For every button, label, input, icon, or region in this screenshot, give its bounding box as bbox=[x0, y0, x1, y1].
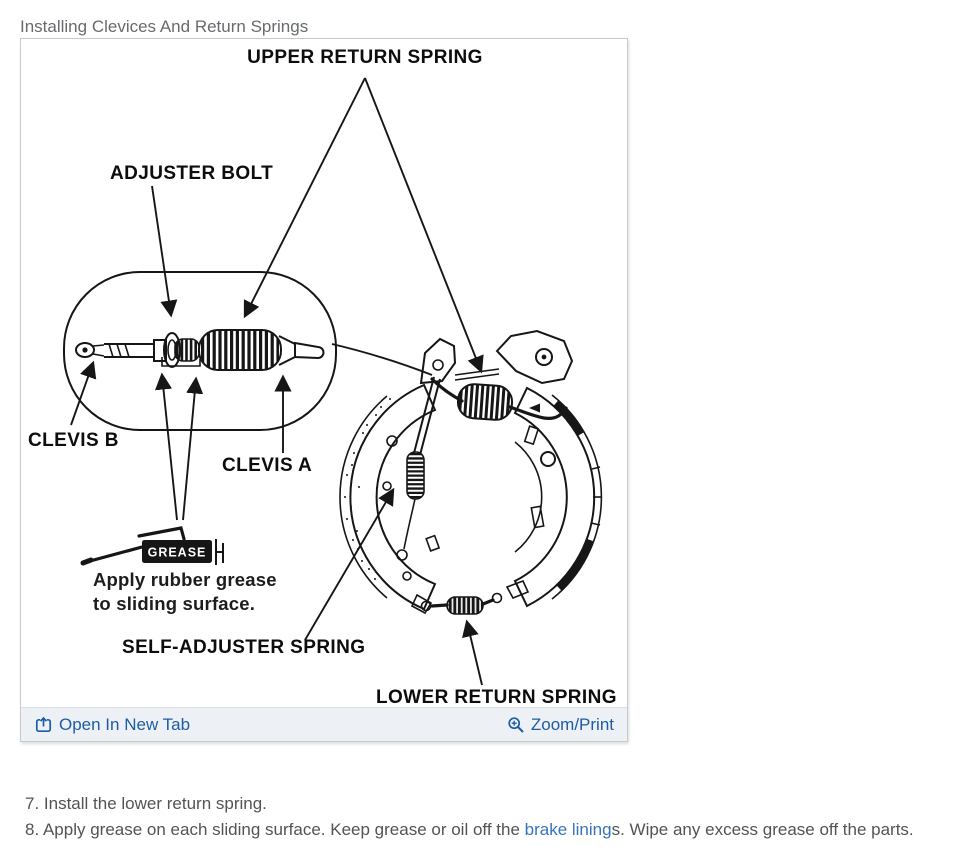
zoom-print-label: Zoom/Print bbox=[530, 714, 614, 734]
step-7: 7. Install the lower return spring. bbox=[25, 791, 965, 817]
pointer-lines bbox=[70, 77, 484, 686]
figure-toolbar: Open In New Tab Zoom/Print bbox=[21, 707, 627, 741]
grease-applicator: GREASE bbox=[80, 526, 224, 566]
step-7-text: 7. Install the lower return spring. bbox=[25, 794, 267, 813]
figure-card: GREASE UPPER RETURN SPRING ADJUSTER BOLT bbox=[20, 38, 628, 742]
page-title: Installing Clevices And Return Springs bbox=[20, 17, 309, 36]
grease-note-line2: to sliding surface. bbox=[93, 593, 255, 614]
open-in-new-tab-label: Open In New Tab bbox=[59, 714, 191, 734]
zoom-in-icon bbox=[508, 716, 524, 733]
label-clevis-a: CLEVIS A bbox=[222, 455, 312, 476]
step-8-text-suffix: s. Wipe any excess grease off the parts. bbox=[611, 819, 914, 839]
brake-diagram-svg: GREASE UPPER RETURN SPRING ADJUSTER BOLT bbox=[28, 47, 617, 708]
lower-return-spring-part bbox=[420, 592, 503, 615]
zoom-print-link[interactable]: Zoom/Print bbox=[507, 715, 614, 735]
open-in-new-tab-icon bbox=[35, 716, 52, 733]
label-lower-return-spring: LOWER RETURN SPRING bbox=[376, 687, 617, 707]
callout-connector-line bbox=[331, 343, 433, 376]
label-self-adjuster-spring: SELF-ADJUSTER SPRING bbox=[122, 637, 365, 658]
self-adjuster-spring-part bbox=[396, 451, 425, 561]
upper-return-spring-part bbox=[456, 383, 514, 421]
adjuster-bolt-callout bbox=[63, 271, 337, 431]
instruction-steps: 7. Install the lower return spring. 8. A… bbox=[25, 791, 965, 842]
open-in-new-tab-link[interactable]: Open In New Tab bbox=[34, 715, 190, 735]
grease-tag-label: GREASE bbox=[148, 546, 207, 560]
brake-diagram: GREASE UPPER RETURN SPRING ADJUSTER BOLT bbox=[21, 39, 627, 708]
step-8: 8. Apply grease on each sliding surface.… bbox=[25, 817, 965, 843]
step-8-text-prefix: 8. Apply grease on each sliding surface.… bbox=[25, 819, 525, 839]
brake-lining-link[interactable]: brake lining bbox=[524, 819, 612, 839]
grease-note-line1: Apply rubber grease bbox=[93, 569, 277, 590]
label-clevis-b: CLEVIS B bbox=[28, 430, 119, 451]
stipple-texture bbox=[344, 398, 391, 580]
label-adjuster-bolt: ADJUSTER BOLT bbox=[110, 163, 273, 184]
label-upper-return-spring: UPPER RETURN SPRING bbox=[247, 47, 483, 68]
brake-assembly bbox=[339, 329, 603, 615]
